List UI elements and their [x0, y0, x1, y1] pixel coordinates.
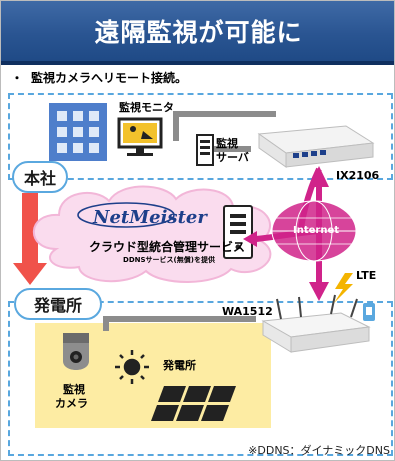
cloud-shape — [32, 185, 272, 283]
hq-area — [8, 93, 393, 180]
ix2106-router-icon — [257, 125, 375, 168]
arrow-head-left — [243, 231, 257, 247]
sim-card-icon — [363, 303, 375, 321]
arrow-head-bottom — [309, 282, 329, 301]
hq-label: 本社 — [12, 161, 68, 193]
arrow-head-top — [309, 166, 329, 187]
lte-lightning-icon — [334, 273, 353, 303]
wa1512-router-icon — [261, 294, 371, 353]
camera-label-line1: 監視 — [63, 383, 85, 396]
monitor-label: 監視モニタ — [119, 101, 174, 114]
internet-label: Internet — [293, 225, 340, 236]
bullet-text: 監視カメラへリモート接続。 — [31, 71, 188, 85]
monitor-icon — [117, 117, 163, 156]
solar-panel-icon — [151, 386, 236, 421]
bullet-dot: ・ — [11, 71, 24, 85]
sun-icon — [115, 350, 149, 384]
netmeister-logo: NetMeister — [93, 207, 207, 228]
cloud-server-icon — [223, 205, 253, 259]
hq-lan-line — [173, 111, 276, 141]
plant-area — [8, 301, 393, 456]
plant-label: 発電所 — [14, 288, 102, 320]
wa1512-label: WA1512 — [222, 305, 273, 318]
red-down-arrow — [13, 193, 47, 285]
footnote: ※DDNS：ダイナミックDNS — [248, 444, 390, 457]
lte-label: LTE — [356, 269, 377, 282]
cloud-service-title: クラウド型統合管理サービス — [88, 240, 245, 254]
bullet-point: ・監視カメラへリモート接続。 — [11, 69, 187, 86]
office-building-icon — [49, 103, 107, 161]
netmeister-logo-icon — [77, 202, 175, 228]
hq-server-icon — [196, 134, 214, 166]
internet-globe-icon — [271, 200, 357, 262]
server-label-line2: サーバ — [216, 151, 249, 164]
camera-label-line2: カメラ — [55, 397, 88, 410]
ix2106-label: IX2106 — [336, 169, 380, 182]
surveillance-camera-icon — [63, 333, 89, 370]
plant-lan-line — [103, 316, 256, 331]
solar-label: 発電所 — [163, 359, 196, 372]
server-label-line1: 監視 — [216, 137, 238, 150]
page-title: 遠隔監視が可能に — [1, 1, 394, 65]
cloud-service-subtitle: DDNSサービス(無償)を提供 — [123, 256, 215, 264]
